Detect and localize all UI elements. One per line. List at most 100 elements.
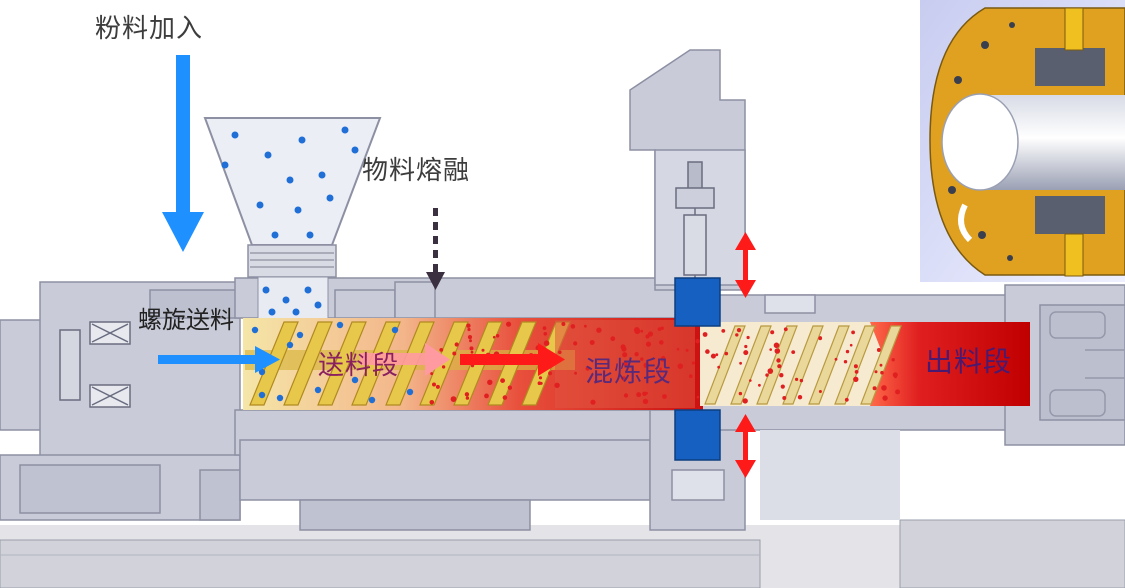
melt-particle bbox=[881, 385, 887, 391]
powder-particles bbox=[221, 126, 359, 316]
melt-particle bbox=[623, 361, 628, 367]
melt-particle bbox=[791, 350, 796, 354]
melt-particle bbox=[777, 364, 782, 369]
powder-particle bbox=[314, 301, 322, 309]
melt-particle bbox=[467, 327, 471, 332]
melt-particle bbox=[724, 351, 729, 356]
powder-particle bbox=[264, 151, 272, 159]
powder-particle bbox=[258, 391, 266, 399]
melt-particle bbox=[872, 386, 877, 391]
melt-particle bbox=[470, 350, 474, 354]
melt-particle bbox=[782, 396, 787, 400]
powder-particle bbox=[276, 394, 284, 402]
powder-particle bbox=[368, 396, 376, 404]
melt-particle bbox=[676, 347, 680, 351]
melt-particle bbox=[715, 353, 719, 357]
melt-particle bbox=[696, 395, 700, 399]
powder-particle bbox=[306, 231, 314, 239]
melt-particle bbox=[854, 370, 859, 374]
seal-vertical-arrow-top bbox=[735, 232, 756, 298]
mix-flow-arrow bbox=[460, 343, 565, 376]
powder-particle bbox=[251, 326, 259, 334]
melt-particle bbox=[644, 391, 648, 395]
melt-particle bbox=[432, 382, 436, 387]
melt-particle bbox=[643, 362, 649, 368]
melt-particle bbox=[543, 340, 550, 347]
melt-particle bbox=[561, 322, 566, 326]
melt-particle bbox=[849, 343, 853, 347]
melt-particle bbox=[834, 357, 838, 361]
melt-particle bbox=[844, 397, 849, 402]
melt-particle bbox=[441, 365, 446, 369]
melt-particle bbox=[621, 346, 627, 352]
extruder-body bbox=[0, 49, 1125, 531]
melt-particle bbox=[758, 383, 761, 387]
seal-cross-section-inset bbox=[920, 0, 1125, 282]
discharge-section-label: 出料段 bbox=[925, 345, 1013, 378]
melt-particle bbox=[487, 379, 493, 385]
powder-feed-arrow bbox=[162, 55, 204, 252]
screw-conveying-label: 螺旋送料 bbox=[138, 306, 234, 334]
melt-particle bbox=[853, 376, 859, 382]
melt-particle bbox=[769, 348, 772, 351]
mix-flight bbox=[730, 325, 772, 405]
melt-particle bbox=[589, 340, 595, 345]
powder-particle bbox=[262, 286, 270, 294]
melt-particle bbox=[739, 361, 742, 365]
melt-particle bbox=[585, 366, 590, 371]
mixing-screw bbox=[704, 325, 902, 405]
powder-particle bbox=[292, 308, 300, 316]
melt-particle bbox=[469, 346, 474, 351]
melt-particle bbox=[705, 349, 710, 354]
melt-particle bbox=[876, 348, 881, 352]
drive-bearings bbox=[59, 321, 131, 408]
powder-particle bbox=[296, 331, 304, 339]
melt-particle bbox=[695, 339, 700, 344]
melt-particle bbox=[450, 396, 457, 402]
feed-flow-arrow bbox=[360, 343, 450, 376]
melt-particle bbox=[874, 370, 878, 374]
powder-particle bbox=[268, 308, 276, 316]
melt-particle bbox=[537, 381, 542, 386]
melt-particle bbox=[452, 351, 457, 356]
melt-particle bbox=[845, 349, 850, 354]
melt-particle bbox=[439, 348, 444, 352]
powder-particle bbox=[282, 296, 290, 304]
powder-particle bbox=[286, 176, 294, 184]
melt-particle bbox=[853, 364, 858, 369]
screw-flight bbox=[249, 321, 299, 406]
melt-particle bbox=[799, 378, 804, 383]
powder-particle bbox=[304, 286, 312, 294]
melt-particle bbox=[773, 342, 780, 349]
material-melting-label: 物料熔融 bbox=[362, 156, 471, 186]
powder-particle bbox=[351, 376, 359, 384]
melt-particle bbox=[548, 371, 553, 376]
melt-particle bbox=[466, 323, 471, 328]
powder-particle bbox=[286, 341, 294, 349]
melt-particle bbox=[685, 348, 689, 352]
melt-particle bbox=[558, 350, 562, 355]
melt-particle bbox=[880, 370, 884, 375]
screw-flight bbox=[283, 321, 333, 406]
melt-particle bbox=[640, 357, 644, 361]
clamp-bolt bbox=[675, 161, 715, 278]
melt-particle bbox=[818, 390, 822, 393]
melt-particle bbox=[677, 363, 684, 370]
melt-particle bbox=[851, 330, 855, 335]
melt-particle bbox=[645, 334, 650, 339]
melt-particle bbox=[742, 398, 748, 404]
melt-particle bbox=[659, 340, 664, 345]
melt-particle bbox=[481, 348, 485, 352]
melt-particle bbox=[662, 394, 667, 399]
screw-flight bbox=[317, 321, 367, 406]
melt-particle bbox=[584, 324, 587, 328]
outlet-head bbox=[1049, 311, 1125, 417]
melt-particle bbox=[430, 372, 434, 376]
melt-particle bbox=[743, 350, 749, 356]
mixing-section-label: 混炼段 bbox=[585, 355, 673, 388]
melt-particle bbox=[661, 357, 666, 362]
mix-flight bbox=[704, 325, 746, 405]
powder-particle bbox=[294, 206, 302, 214]
melt-particle bbox=[783, 327, 788, 332]
melt-particle bbox=[590, 399, 596, 405]
